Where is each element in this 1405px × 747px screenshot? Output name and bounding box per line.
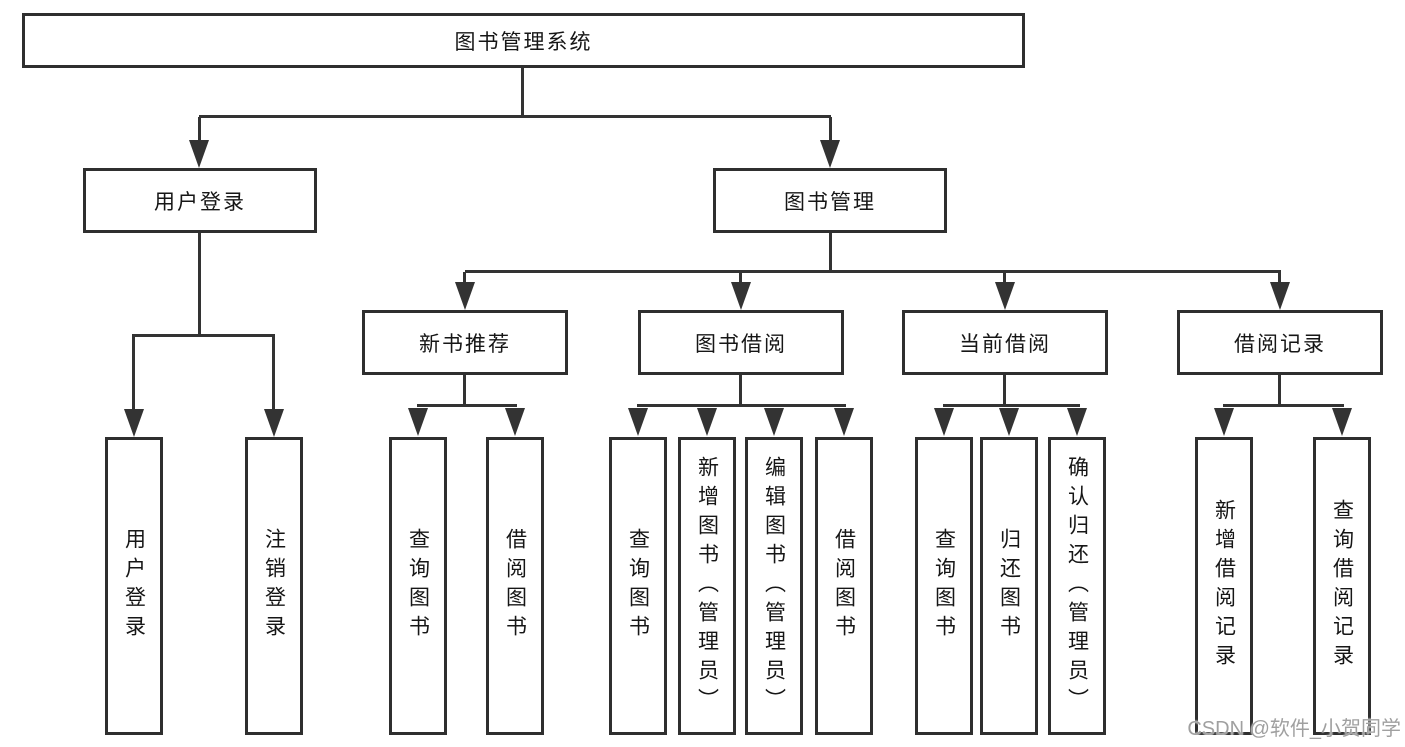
connector-book-management-stem [829,233,832,273]
connector-user-login-drop-right [272,336,275,414]
arrow-down-icon [697,408,717,436]
leaf-recommend-query-books-label: 查询图书 [406,528,430,644]
node-user-login-label: 用户登录 [154,190,246,214]
leaf-user-login: 用户登录 [105,437,163,735]
leaf-records-add-record: 新增借阅记录 [1195,437,1253,735]
node-current-borrowing-label: 当前借阅 [959,332,1051,356]
connector-user-login-drop-left [132,336,135,414]
arrow-down-icon [1214,408,1234,436]
leaf-borrowing-add-books-admin: 新增图书（管理员） [678,437,736,735]
node-new-book-recommend: 新书推荐 [362,310,568,375]
leaf-current-confirm-return-admin-label: 确认归还（管理员） [1065,455,1089,717]
leaf-borrowing-edit-books-admin: 编辑图书（管理员） [745,437,803,735]
arrow-down-icon [189,140,209,168]
connector-root-stem [521,68,524,117]
node-borrowing-records-label: 借阅记录 [1234,332,1326,356]
connector-level3-stub [463,272,466,286]
leaf-logout-label: 注销登录 [262,528,286,644]
node-book-borrowing-label: 图书借阅 [695,332,787,356]
node-borrowing-records: 借阅记录 [1177,310,1383,375]
leaf-user-login-label: 用户登录 [122,528,146,644]
connector-level2-drop-left [198,117,201,149]
arrow-down-icon [264,409,284,437]
node-root: 图书管理系统 [22,13,1025,68]
leaf-recommend-query-books: 查询图书 [389,437,447,735]
node-new-book-recommend-label: 新书推荐 [419,332,511,356]
connector-level3-stub [739,272,742,286]
leaf-current-query-books: 查询图书 [915,437,973,735]
leaf-records-query-record: 查询借阅记录 [1313,437,1371,735]
arrow-down-icon [1332,408,1352,436]
connector-records-stem [1278,375,1281,406]
leaf-current-return-books-label: 归还图书 [997,528,1021,644]
leaf-current-confirm-return-admin: 确认归还（管理员） [1048,437,1106,735]
arrow-down-icon [820,140,840,168]
arrow-down-icon [999,408,1019,436]
leaf-records-query-record-label: 查询借阅记录 [1330,499,1354,673]
connector-level2-drop-right [829,117,832,149]
connector-records-rail [1223,404,1344,407]
connector-borrowing-stem [739,375,742,406]
connector-recommend-stem [463,375,466,406]
connector-recommend-rail [417,404,517,407]
node-book-borrowing: 图书借阅 [638,310,844,375]
arrow-down-icon [731,282,751,310]
connector-level3-stub [1003,272,1006,286]
connector-level3-stub [1278,272,1281,286]
arrow-down-icon [1067,408,1087,436]
arrow-down-icon [408,408,428,436]
leaf-recommend-borrow-books: 借阅图书 [486,437,544,735]
connector-current-rail [943,404,1080,407]
arrow-down-icon [455,282,475,310]
leaf-borrowing-borrow-books: 借阅图书 [815,437,873,735]
leaf-borrowing-add-books-admin-label: 新增图书（管理员） [695,455,719,717]
connector-level3-rail [465,270,1281,273]
leaf-borrowing-edit-books-admin-label: 编辑图书（管理员） [762,455,786,717]
arrow-down-icon [124,409,144,437]
node-user-login: 用户登录 [83,168,317,233]
arrow-down-icon [995,282,1015,310]
connector-borrowing-rail [637,404,846,407]
node-root-label: 图书管理系统 [454,30,593,54]
leaf-recommend-borrow-books-label: 借阅图书 [503,528,527,644]
node-current-borrowing: 当前借阅 [902,310,1108,375]
arrow-down-icon [505,408,525,436]
connector-user-login-rail [132,334,275,337]
leaf-current-query-books-label: 查询图书 [932,528,956,644]
arrow-down-icon [628,408,648,436]
connector-user-login-stem [198,233,201,336]
node-book-management: 图书管理 [713,168,947,233]
connector-level2-rail [199,115,831,118]
arrow-down-icon [834,408,854,436]
leaf-logout: 注销登录 [245,437,303,735]
csdn-watermark: CSDN @软件_小贺同学 [1187,718,1401,740]
node-book-management-label: 图书管理 [784,190,876,214]
arrow-down-icon [1270,282,1290,310]
connector-current-stem [1003,375,1006,406]
leaf-current-return-books: 归还图书 [980,437,1038,735]
arrow-down-icon [934,408,954,436]
arrow-down-icon [764,408,784,436]
leaf-borrowing-query-books-label: 查询图书 [626,528,650,644]
leaf-borrowing-borrow-books-label: 借阅图书 [832,528,856,644]
leaf-borrowing-query-books: 查询图书 [609,437,667,735]
leaf-records-add-record-label: 新增借阅记录 [1212,499,1236,673]
